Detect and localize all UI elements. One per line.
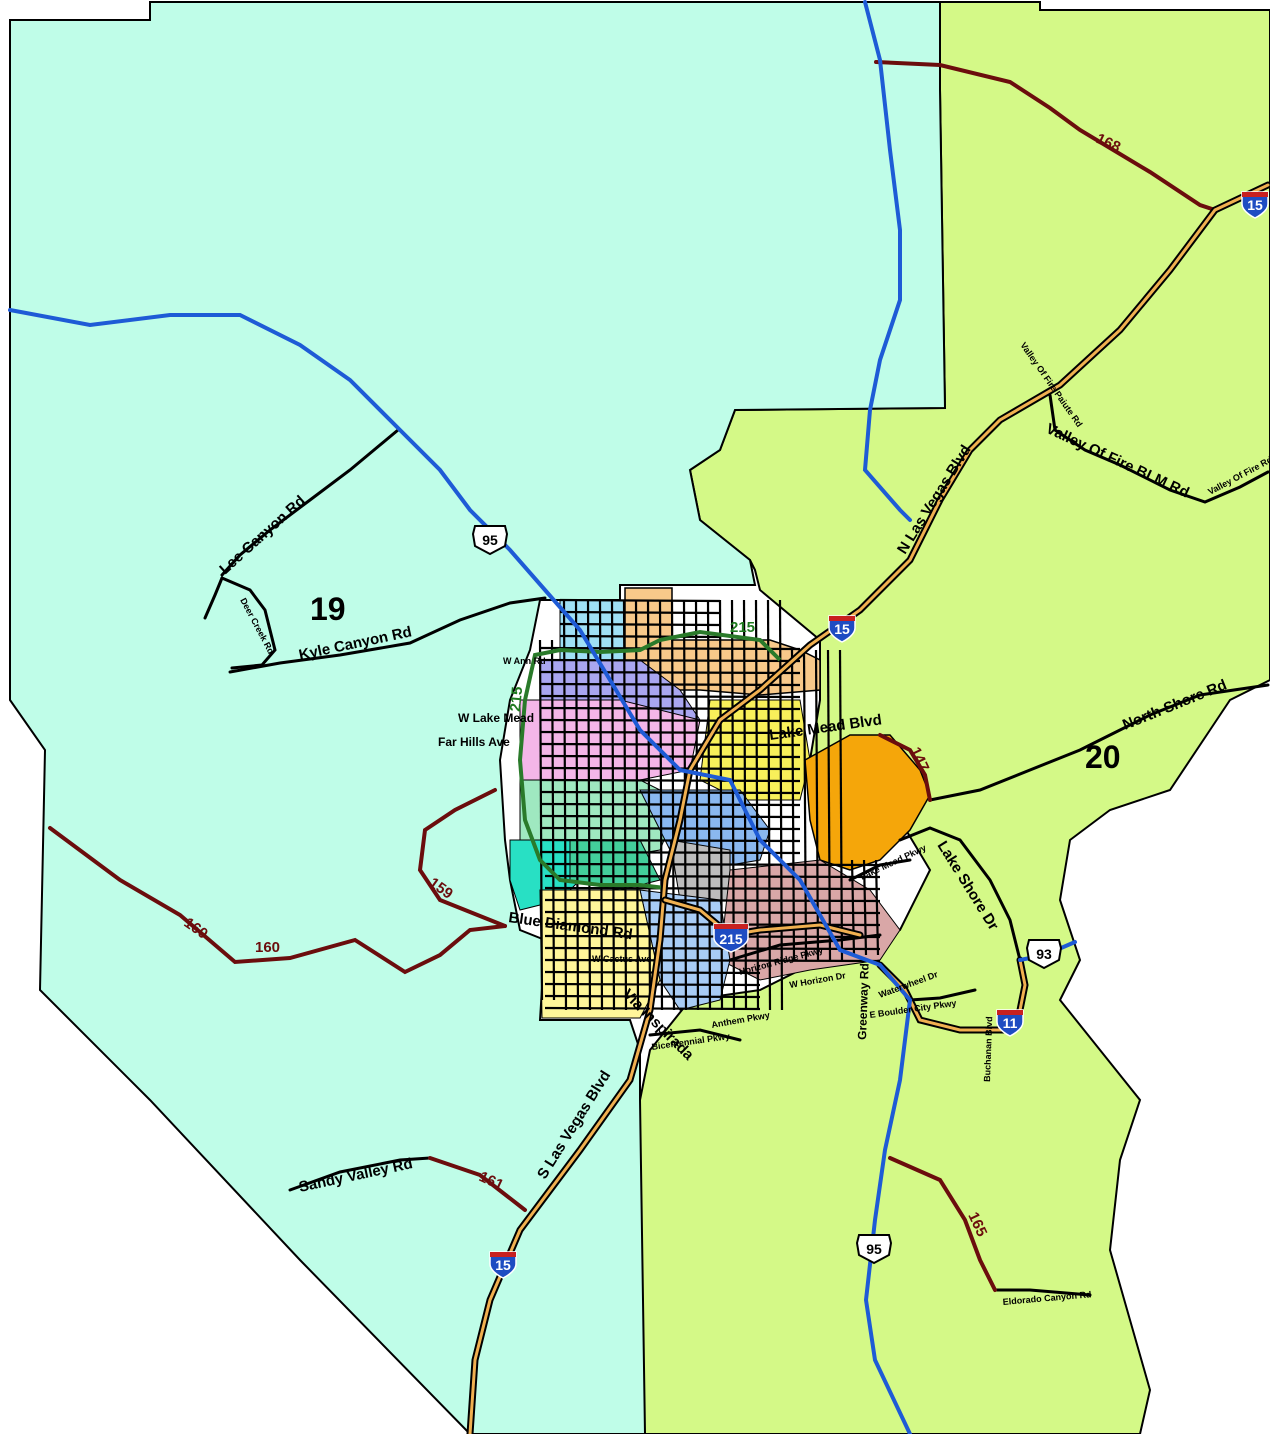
lee-canyon-road[interactable] (220, 428, 400, 577)
street-horizontal (544, 898, 881, 903)
beltway-215-line[interactable] (517, 629, 782, 890)
street-horizontal (544, 862, 881, 867)
i11-shield[interactable]: 11 (996, 1009, 1024, 1037)
route-161-line[interactable] (428, 1156, 527, 1212)
e-boulder-city-road[interactable] (908, 988, 977, 1002)
street-horizontal (539, 694, 801, 699)
us-95-north-line[interactable] (8, 308, 913, 1434)
street-horizontal (539, 670, 801, 675)
street-horizontal (559, 598, 721, 603)
street-vertical (874, 859, 880, 956)
route-147-line[interactable] (878, 733, 932, 802)
street-horizontal (544, 958, 881, 963)
eldorado-canyon-road[interactable] (993, 1288, 1092, 1297)
street-vertical (826, 649, 832, 961)
svg-text:11: 11 (1003, 1015, 1018, 1031)
w-cactus-label: W Cactus Ave (592, 954, 651, 964)
street-horizontal (559, 610, 721, 615)
street-horizontal (544, 934, 881, 939)
lake-mead-parkway-road[interactable] (848, 858, 912, 882)
street-horizontal (539, 802, 801, 807)
route-159-line[interactable] (417, 788, 507, 928)
us93-shield[interactable]: 93 (1025, 939, 1063, 970)
i15-shield-ne[interactable]: 15 (1241, 191, 1269, 219)
street-horizontal (539, 838, 801, 843)
street-horizontal (539, 658, 801, 663)
street-horizontal (539, 778, 801, 783)
route-215-label-north: 215 (730, 619, 755, 636)
svg-text:15: 15 (1247, 197, 1263, 213)
street-horizontal (539, 718, 801, 723)
street-horizontal (539, 682, 801, 687)
shields-layer: 15 15 15 215 11 95 (471, 191, 1269, 1279)
street-horizontal (539, 754, 801, 759)
street-horizontal (539, 790, 801, 795)
street-horizontal (539, 742, 801, 747)
svg-text:95: 95 (482, 532, 498, 548)
street-horizontal (544, 874, 881, 879)
i15-shield-sw[interactable]: 15 (489, 1251, 517, 1279)
district-19-area[interactable] (9, 1, 947, 1434)
w-ann-label: W Ann Rd (503, 656, 546, 666)
street-vertical (802, 649, 808, 961)
city-street-grid (538, 598, 881, 1011)
svg-text:15: 15 (834, 621, 850, 637)
route-160-line[interactable] (48, 826, 507, 975)
street-horizontal (539, 730, 801, 735)
us-95-north-branch[interactable] (862, 0, 912, 522)
street-horizontal (539, 646, 801, 651)
street-horizontal (559, 634, 721, 639)
north-shore-road[interactable] (928, 683, 1270, 802)
district-20-label: 20 (1085, 739, 1121, 775)
route-168-line[interactable] (874, 60, 1217, 212)
street-vertical (538, 639, 544, 1001)
bicentennial-road[interactable] (648, 1028, 742, 1042)
deer-creek-road[interactable] (220, 576, 277, 670)
street-horizontal (544, 886, 881, 891)
lake-shore-drive[interactable] (898, 826, 1022, 962)
street-horizontal (544, 946, 881, 951)
w-lake-mead-label: W Lake Mead (458, 711, 534, 725)
district-19-label: 19 (310, 591, 346, 627)
route-160-label-b: 160 (255, 939, 280, 956)
interstate-15-fill (468, 183, 1270, 1434)
i215-shield[interactable]: 215 (713, 923, 749, 953)
route-165-line[interactable] (888, 1156, 997, 1292)
route-215-label-west: 215 (507, 686, 526, 712)
street-horizontal (539, 826, 801, 831)
us95-shield-south[interactable]: 95 (855, 1234, 893, 1265)
i15-shield-mid[interactable]: 15 (828, 615, 856, 643)
svg-text:15: 15 (495, 1257, 511, 1273)
street-horizontal (539, 706, 801, 711)
svg-text:215: 215 (719, 931, 743, 947)
buchanan-label: Buchanan Blvd (982, 1016, 994, 1082)
state-routes-layer (48, 60, 1217, 1292)
kyle-canyon-road[interactable] (228, 596, 547, 674)
street-vertical (838, 649, 844, 961)
us95-shield-north[interactable]: 95 (471, 525, 509, 556)
svg-text:93: 93 (1036, 946, 1052, 962)
street-horizontal (539, 814, 801, 819)
street-vertical (862, 859, 868, 956)
far-hills-label: Far Hills Ave (438, 735, 510, 749)
street-vertical (550, 639, 556, 1001)
lee-canyon-west-spur[interactable] (203, 576, 224, 620)
street-horizontal (539, 766, 801, 771)
valley-of-fire-blm-road[interactable] (1048, 393, 1270, 504)
sandy-valley-west[interactable] (288, 1156, 432, 1192)
street-horizontal (559, 622, 721, 627)
street-horizontal (544, 910, 881, 915)
greenway-label: Greenway Rd (855, 963, 872, 1040)
roads-layer (203, 393, 1270, 1297)
svg-text:95: 95 (866, 1241, 882, 1257)
